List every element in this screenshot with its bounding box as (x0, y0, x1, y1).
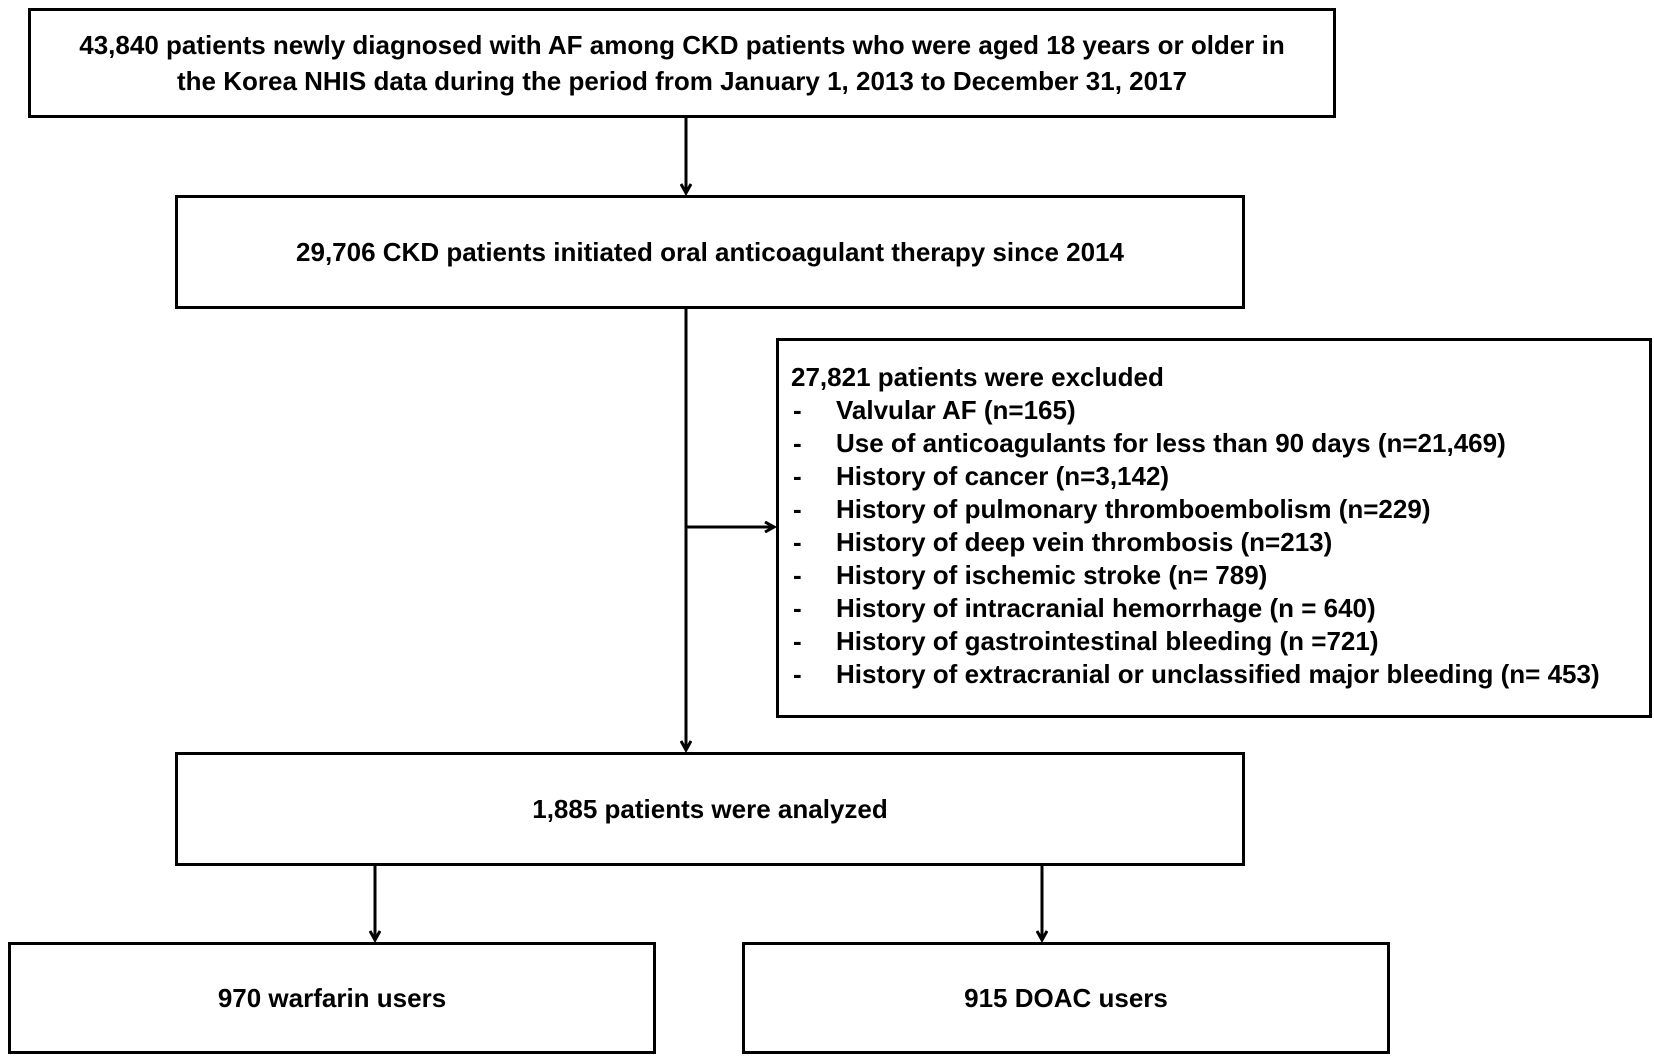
list-bullet: - (793, 593, 802, 623)
list-bullet: - (793, 527, 802, 557)
excluded-title: 27,821 patients were excluded (791, 362, 1164, 392)
exclusion-item-text: History of cancer (n=3,142) (836, 461, 1170, 491)
exclusion-item: - History of pulmonary thromboembolism (n… (791, 493, 1649, 526)
exclusion-item: - History of gastrointestinal bleeding (n… (791, 625, 1649, 658)
box-doac-users: 915 DOAC users (742, 942, 1390, 1054)
list-bullet: - (793, 560, 802, 590)
exclusion-item-text: History of extracranial or unclassified … (836, 659, 1600, 689)
list-bullet: - (793, 461, 802, 491)
box-warfarin-users: 970 warfarin users (8, 942, 656, 1054)
box-excluded: 27,821 patients were excluded - Valvular … (776, 338, 1652, 718)
initial-population-line1: 43,840 patients newly diagnosed with AF … (79, 30, 1285, 60)
doac-users-text: 915 DOAC users (964, 983, 1168, 1013)
list-bullet: - (793, 626, 802, 656)
list-bullet: - (793, 395, 802, 425)
initiated-therapy-text: 29,706 CKD patients initiated oral antic… (296, 237, 1124, 267)
exclusion-item-text: History of gastrointestinal bleeding (n … (836, 626, 1379, 656)
list-bullet: - (793, 494, 802, 524)
box-initiated-therapy: 29,706 CKD patients initiated oral antic… (175, 195, 1245, 309)
list-bullet: - (793, 659, 802, 689)
exclusion-item-text: Use of anticoagulants for less than 90 d… (836, 428, 1506, 458)
exclusion-item: - History of cancer (n=3,142) (791, 460, 1649, 493)
exclusion-item: - History of ischemic stroke (n= 789) (791, 559, 1649, 592)
exclusion-item: - History of extracranial or unclassified… (791, 658, 1649, 691)
exclusion-item: - Use of anticoagulants for less than 90 … (791, 427, 1649, 460)
exclusion-item: - History of deep vein thrombosis (n=213) (791, 526, 1649, 559)
exclusion-item: - Valvular AF (n=165) (791, 394, 1649, 427)
box-initial-population: 43,840 patients newly diagnosed with AF … (28, 8, 1336, 118)
warfarin-users-text: 970 warfarin users (217, 983, 447, 1013)
analyzed-text: 1,885 patients were analyzed (532, 794, 888, 824)
exclusion-list: - Valvular AF (n=165) - Use of anticoagula… (791, 394, 1649, 691)
exclusion-item-text: History of pulmonary thromboembolism (n=… (836, 494, 1431, 524)
list-bullet: - (793, 428, 802, 458)
box-analyzed: 1,885 patients were analyzed (175, 752, 1245, 866)
exclusion-item-text: History of intracranial hemorrhage (n = … (836, 593, 1376, 623)
exclusion-item-text: History of deep vein thrombosis (n=213) (836, 527, 1333, 557)
exclusion-item-text: History of ischemic stroke (n= 789) (836, 560, 1268, 590)
exclusion-item-text: Valvular AF (n=165) (836, 395, 1076, 425)
initial-population-line2: the Korea NHIS data during the period fr… (176, 66, 1187, 96)
exclusion-item: - History of intracranial hemorrhage (n =… (791, 592, 1649, 625)
